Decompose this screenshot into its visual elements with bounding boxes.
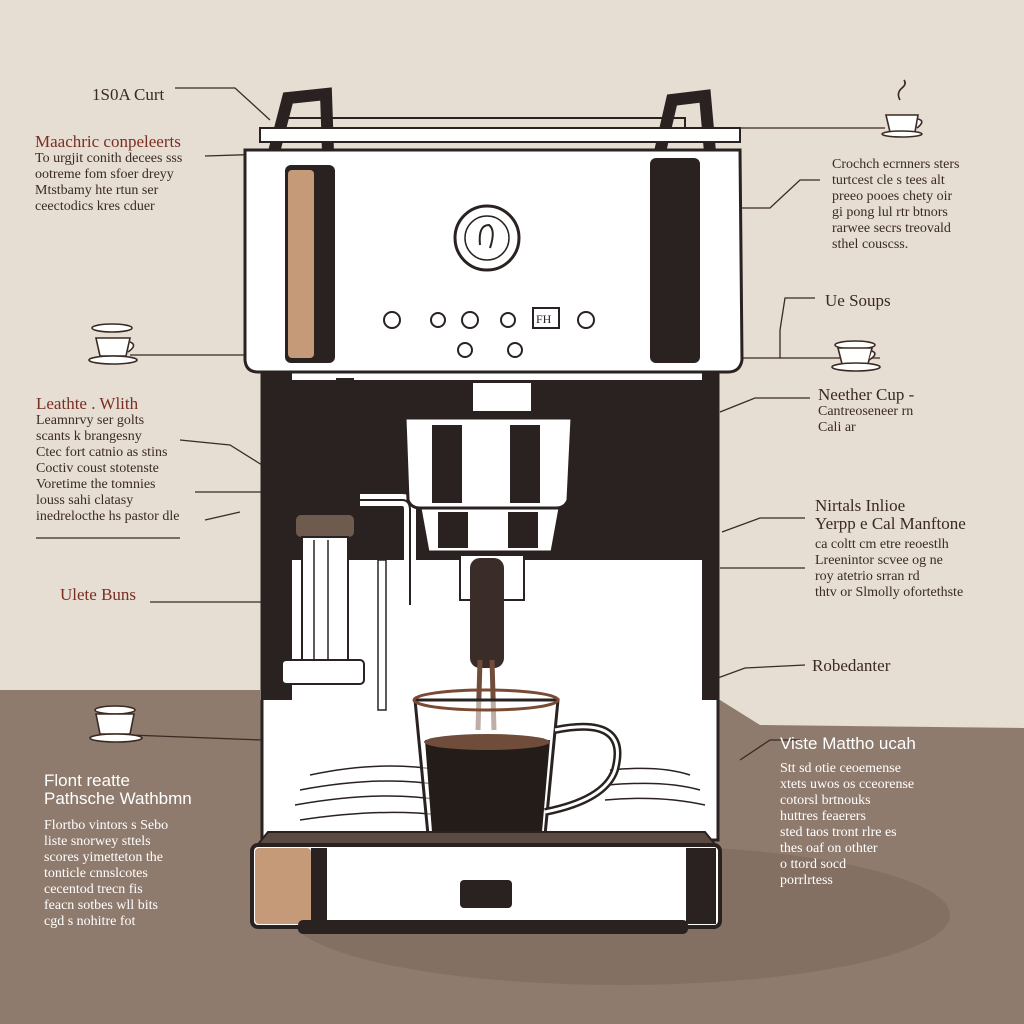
portafilter-group: [403, 381, 574, 731]
crochch-line: gi pong lul rtr btnors: [832, 205, 948, 220]
machine-components-line: To urgjit conith decees sss: [35, 151, 183, 166]
control-panel: [383, 307, 595, 358]
nirtals-line: thtv or Slmolly ofortethste: [815, 585, 964, 600]
viste-line: o ttord socd: [780, 857, 847, 872]
label-machine-components: Maachric conpeleerts To urgjit conith de…: [35, 133, 182, 215]
machine-components-line: ceectodics kres cduer: [35, 199, 155, 214]
base-foot-slot: [460, 880, 512, 908]
flont-reatte-line: tonticle cnnslcotes: [44, 866, 148, 881]
crochch-line: sthel couscss.: [832, 237, 909, 252]
espresso-cup: [412, 688, 622, 847]
nirtals-line: ca coltt cm etre reoestlh: [815, 537, 949, 552]
cup-icon-floor: [89, 705, 143, 743]
label-crochch: Crochch ecrnners sters turtcest cle s te…: [832, 157, 960, 253]
viste-line: xtets uwos os cceorense: [780, 777, 915, 792]
viste-line: cotorsl brtnouks: [780, 793, 871, 808]
crochch-line: rarwee secrs treovald: [832, 221, 951, 236]
machine-components-line: Mtstbamy hte rtun ser: [35, 183, 159, 198]
head-left-tan: [288, 170, 314, 358]
cup-icon-right: [831, 340, 881, 372]
control-knob-7[interactable]: [507, 342, 523, 358]
flont-reatte-line: liste snorwey sttels: [44, 834, 151, 849]
label-viste: Viste Mattho ucah Stt sd otie ceoemense …: [780, 735, 916, 889]
leathe-line: inedrelocthe hs pastor dle: [36, 509, 180, 524]
cup-icon-top-right: [881, 79, 923, 138]
control-knob-2[interactable]: [430, 312, 446, 328]
control-knob-3[interactable]: [461, 311, 479, 329]
crochch-line: turtcest cle s tees alt: [832, 173, 945, 188]
control-knob-5[interactable]: [577, 311, 595, 329]
flont-reatte-subtitle: Pathsche Wathbmn: [44, 789, 192, 808]
viste-line: thes oaf on othter: [780, 841, 878, 856]
label-nirtals: Nirtals Inlioe Yerpp e Cal Manftone ca c…: [815, 497, 966, 601]
nirtals-line: roy atetrio srran rd: [815, 569, 920, 584]
neether-cup-line: Cali ar: [818, 420, 856, 435]
nirtals-line: Lreenintor scvee og ne: [815, 553, 943, 568]
head-right-accent: [650, 158, 700, 363]
control-knob-6[interactable]: [457, 342, 473, 358]
leathe-line: Coctiv coust stotenste: [36, 461, 159, 476]
leathe-line: Ctec fort catnio as stins: [36, 445, 168, 460]
leader-lines: [36, 87, 885, 761]
cup-icon-left: [88, 323, 138, 365]
label-leathe: Leathte . Wlith Leamnrvy ser golts scant…: [36, 395, 179, 525]
flont-reatte-title: Flont reatte: [44, 771, 130, 790]
leathe-line: louss sahi clatasy: [36, 493, 134, 508]
label-flont-reatte: Flont reatte Pathsche Wathbmn Flortbo vi…: [44, 772, 192, 930]
right-column: [702, 370, 718, 700]
nirtals-title: Nirtals Inlioe: [815, 496, 906, 515]
label-top-left: 1S0A Curt: [92, 85, 165, 104]
machine-components-line: ootreme fom sfoer dreyy: [35, 167, 174, 182]
viste-line: Stt sd otie ceoemense: [780, 761, 901, 776]
label-ulete-buns: Ulete Buns: [60, 585, 137, 604]
neether-cup-line: Cantreoseneer rn: [818, 404, 914, 419]
display-label: FH: [536, 312, 552, 326]
leathe-line: Leamnrvy ser golts: [36, 413, 145, 428]
viste-line: sted taos tront rlre es: [780, 825, 897, 840]
crochch-line: Crochch ecrnners sters: [832, 157, 960, 172]
crochch-line: preeo pooes chety oir: [832, 189, 953, 204]
left-column: [262, 370, 292, 700]
flont-reatte-line: scores yimetteton the: [44, 850, 163, 865]
steam-wand: [281, 378, 416, 711]
top-handles: [259, 87, 741, 154]
viste-line: porrlrtess: [780, 873, 833, 888]
viste-line: huttres feaerers: [780, 809, 866, 824]
control-knob-1[interactable]: [383, 311, 401, 329]
label-neether-cup: Neether Cup - Cantreoseneer rn Cali ar: [818, 386, 914, 436]
nirtals-subtitle: Yerpp e Cal Manftone: [815, 514, 966, 533]
control-knob-4[interactable]: [500, 312, 516, 328]
base-left-tan: [255, 848, 311, 924]
leathe-title: Leathte . Wlith: [36, 394, 139, 413]
leathe-line: scants k brangesny: [36, 429, 142, 444]
label-ue-soups: Ue Soups: [825, 291, 891, 310]
flont-reatte-line: Flortbo vintors s Sebo: [44, 818, 169, 833]
label-robedanter: Robedanter: [812, 656, 891, 675]
machine-components-title: Maachric conpeleerts: [35, 132, 181, 151]
flont-reatte-line: feacn sotbes wll bits: [44, 898, 158, 913]
flont-reatte-line: cecentod trecn fis: [44, 882, 143, 897]
neether-cup-title: Neether Cup -: [818, 385, 915, 404]
leathe-line: Voretime the tomnies: [36, 477, 156, 492]
viste-title: Viste Mattho ucah: [780, 734, 916, 753]
display-panel: [532, 307, 560, 329]
flont-reatte-line: cgd s nohitre fot: [44, 914, 136, 929]
